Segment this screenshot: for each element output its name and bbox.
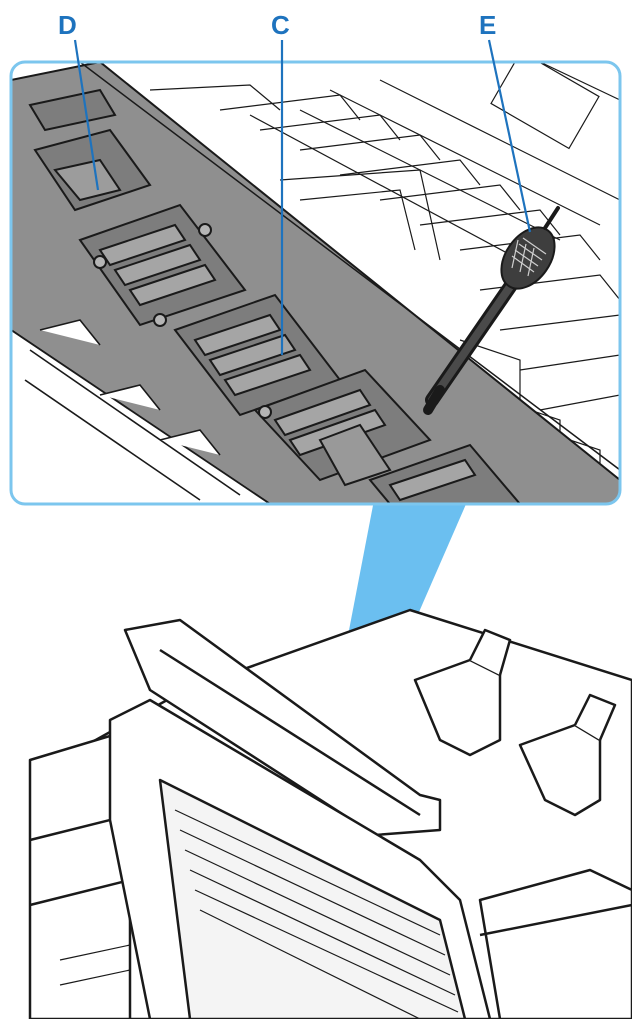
- detail-view: [11, 52, 620, 504]
- callout-label-c: C: [271, 12, 290, 38]
- callout-label-d: D: [58, 12, 77, 38]
- callout-label-e: E: [479, 12, 496, 38]
- printer-illustration: [30, 610, 632, 1019]
